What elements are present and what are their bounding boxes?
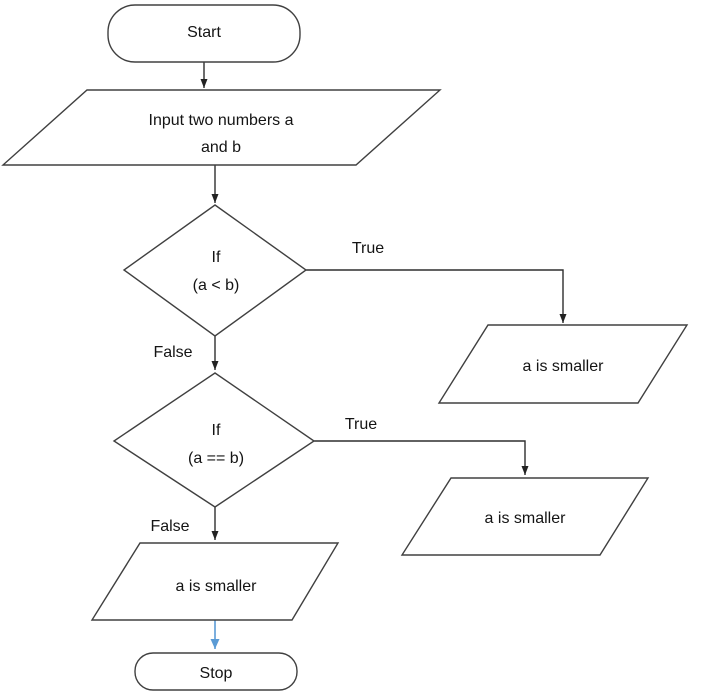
edge-labels: True False True False bbox=[150, 240, 384, 535]
output-true1-parallelogram-shape bbox=[437, 324, 689, 404]
edge-decision1-true bbox=[306, 269, 567, 323]
node-output-false: a is smaller bbox=[90, 542, 340, 621]
node-output-true2: a is smaller bbox=[400, 477, 650, 556]
stop-label: Stop bbox=[200, 665, 233, 682]
node-output-true1: a is smaller bbox=[437, 324, 689, 404]
decision1-label-line1: If bbox=[212, 249, 221, 266]
input-parallelogram-shape bbox=[1, 89, 442, 166]
input-label-line1: Input two numbers a bbox=[149, 112, 294, 129]
node-input: Input two numbers a and b bbox=[1, 89, 442, 166]
node-start: Start bbox=[107, 4, 301, 63]
node-decision1: If (a < b) bbox=[122, 204, 308, 337]
output-false-label: a is smaller bbox=[176, 578, 258, 595]
node-decision2: If (a == b) bbox=[112, 372, 316, 508]
edge-decision2-true bbox=[314, 440, 529, 475]
decision1-label-line2: (a < b) bbox=[193, 277, 240, 294]
edge-label-true-1: True bbox=[352, 240, 384, 257]
edges bbox=[200, 62, 567, 649]
input-label-line2: and b bbox=[201, 139, 241, 156]
decision2-label-line2: (a == b) bbox=[188, 450, 244, 467]
edge-label-false-2: False bbox=[150, 518, 189, 535]
output-true2-label: a is smaller bbox=[485, 510, 567, 527]
decision2-label-line1: If bbox=[212, 422, 221, 439]
start-terminator-shape bbox=[107, 4, 301, 63]
decision2-diamond-shape bbox=[112, 372, 316, 508]
node-stop: Stop bbox=[134, 652, 298, 691]
edge-label-true-2: True bbox=[345, 416, 377, 433]
output-false-parallelogram-shape bbox=[90, 542, 340, 621]
edge-label-false-1: False bbox=[153, 344, 192, 361]
stop-terminator-shape bbox=[134, 652, 298, 691]
output-true2-parallelogram-shape bbox=[400, 477, 650, 556]
decision1-diamond-shape bbox=[122, 204, 308, 337]
start-label: Start bbox=[187, 24, 221, 41]
output-true1-label: a is smaller bbox=[523, 358, 605, 375]
